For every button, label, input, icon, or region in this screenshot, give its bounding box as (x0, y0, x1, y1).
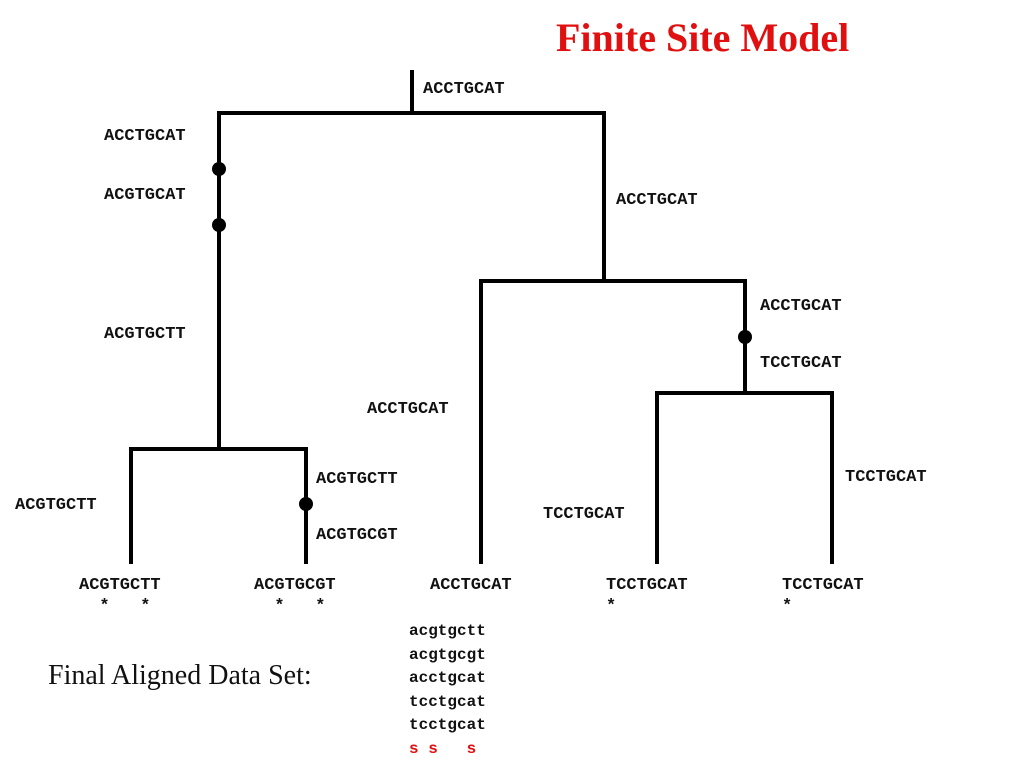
mutation-dot (212, 162, 226, 176)
leaf-5-branch-sequence: TCCTGCAT (845, 468, 927, 487)
left-mid-sequence: ACGTGCAT (104, 186, 186, 205)
right-branch-sequence: ACCTGCAT (616, 191, 698, 210)
leaf-1-branch-sequence: ACGTGCTT (15, 496, 97, 515)
tip-4-marks: * (606, 597, 617, 616)
page-title: Finite Site Model (556, 15, 850, 60)
segregating-sites-row: s s s (409, 739, 477, 758)
tip-2-sequence: ACGTGCGT (254, 576, 336, 595)
tip-1-marks: * * (79, 597, 151, 616)
aligned-row: tcctgcat (409, 692, 486, 711)
aligned-row: tcctgcat (409, 716, 486, 734)
mutation-dot (299, 497, 313, 511)
mutation-dot (212, 218, 226, 232)
leaf-3-branch-sequence: ACCTGCAT (367, 400, 449, 419)
left-top-sequence: ACCTGCAT (104, 127, 186, 146)
right-inner-upper-sequence: ACCTGCAT (760, 297, 842, 316)
tip-2-marks: * * (254, 597, 326, 616)
tip-3-sequence: ACCTGCAT (430, 576, 512, 595)
leaf-2-upper-sequence: ACGTGCTT (316, 470, 398, 489)
root-sequence: ACCTGCAT (423, 80, 505, 99)
leaf-2-lower-sequence: ACGTGCGT (316, 526, 398, 545)
tip-5-sequence: TCCTGCAT (782, 576, 864, 595)
aligned-row: acctgcat (409, 669, 486, 687)
aligned-row: acgtgcgt (409, 645, 486, 664)
tip-4-sequence: TCCTGCAT (606, 576, 688, 595)
tip-1-sequence: ACGTGCTT (79, 576, 161, 595)
aligned-data-set: acgtgctt acgtgcgt acctgcat tcctgcat tcct… (409, 620, 486, 761)
tip-5-marks: * (782, 597, 793, 616)
mutation-dot (738, 330, 752, 344)
right-inner-lower-sequence: TCCTGCAT (760, 354, 842, 373)
left-low-sequence: ACGTGCTT (104, 325, 186, 344)
leaf-4-branch-sequence: TCCTGCAT (543, 505, 625, 524)
aligned-row: acgtgctt (409, 622, 486, 640)
aligned-data-label: Final Aligned Data Set: (48, 660, 312, 691)
